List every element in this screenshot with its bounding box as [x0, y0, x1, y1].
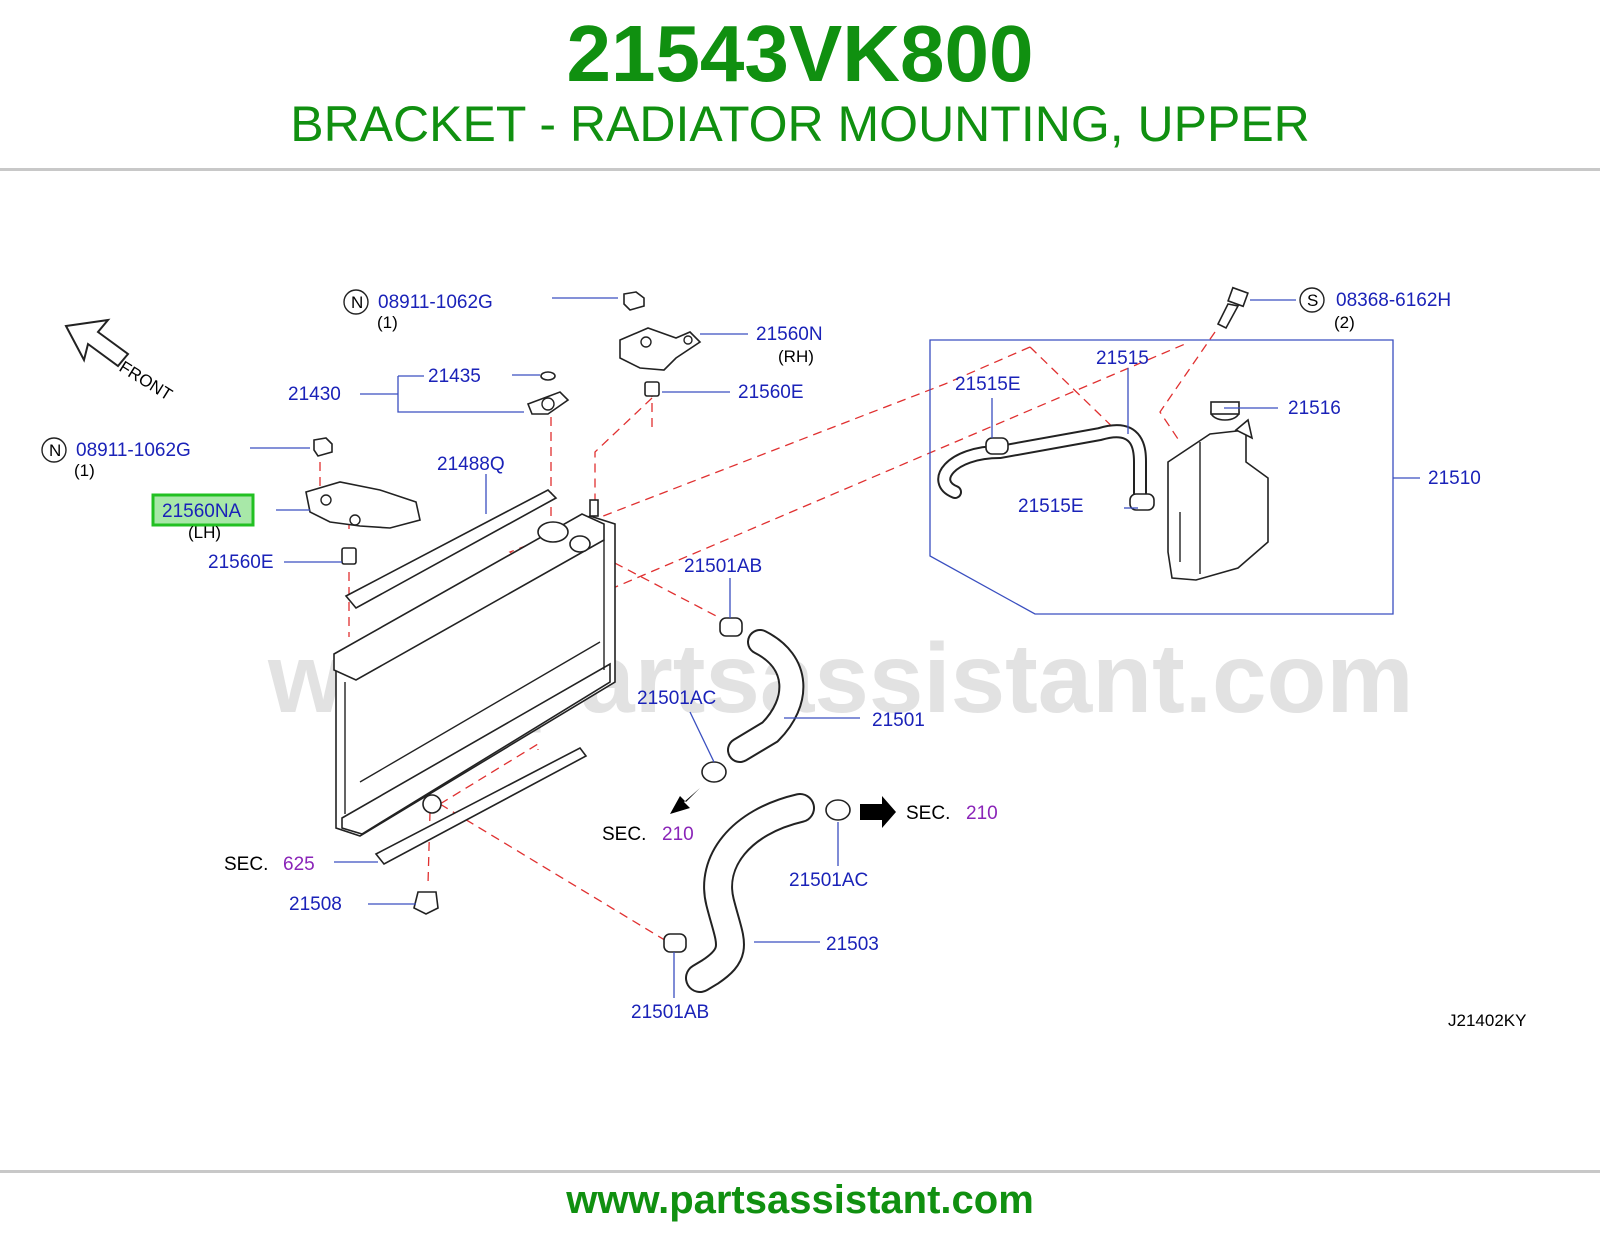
lower-hose-21503 — [685, 793, 815, 993]
clamp-lower-hose-21501ab — [663, 933, 687, 953]
upper-hose-21501 — [727, 629, 805, 763]
nut-top-08911 — [623, 291, 645, 311]
reservoir-cap-21516 — [1210, 401, 1240, 421]
bracket-lh-21560na — [305, 481, 421, 529]
label-reservoir-clamp-lower[interactable]: 21515E — [1018, 496, 1084, 517]
label-cap-assembly[interactable]: 21430 — [288, 384, 341, 405]
footer-site-link[interactable]: www.partsassistant.com — [566, 1178, 1034, 1222]
reservoir-tank-21510 — [1167, 418, 1269, 581]
bushing-rh-21560e — [644, 381, 660, 397]
part-number-title: 21543VK800 — [566, 9, 1034, 98]
label-reservoir-hose[interactable]: 21515 — [1096, 348, 1149, 369]
label-reservoir-cap[interactable]: 21516 — [1288, 398, 1341, 419]
clamp-lower-hose-21501ac — [825, 799, 851, 821]
clamp-upper-hose-21501ac — [701, 761, 727, 783]
sec-625-link[interactable]: 625 — [283, 854, 315, 875]
nut-left-08911 — [313, 437, 333, 457]
label-cap-gasket[interactable]: 21435 — [428, 366, 481, 387]
bushing-lh-21560e — [341, 547, 357, 565]
label-lower-mount[interactable]: 21508 — [289, 894, 342, 915]
label-bolt-qty: (2) — [1334, 313, 1355, 332]
callout-leader-lines — [250, 297, 1420, 998]
nut-left-badge: N — [41, 437, 67, 463]
sec-210-right-prefix: SEC. — [906, 803, 950, 824]
label-bushing-lh[interactable]: 21560E — [208, 552, 274, 573]
reservoir-clamp-upper-21515e — [985, 437, 1009, 455]
label-bracket-lh[interactable]: 21560NA — [162, 501, 242, 522]
bolt-badge: S — [1299, 287, 1325, 313]
radiator-lower-mount-21508 — [413, 891, 439, 915]
label-lower-hose[interactable]: 21503 — [826, 934, 879, 955]
diagram-code: J21402KY — [1448, 1011, 1526, 1030]
front-direction-label: FRONT — [116, 357, 176, 404]
label-upper-hose[interactable]: 21501 — [872, 710, 925, 731]
label-reservoir-tank[interactable]: 21510 — [1428, 468, 1481, 489]
label-nut-left[interactable]: 08911-1062G — [76, 440, 191, 461]
sec-625-prefix: SEC. — [224, 854, 268, 875]
bolt-08368 — [1216, 286, 1249, 330]
label-bracket-lh-side: (LH) — [188, 523, 221, 542]
label-clamp-upper-hose-2[interactable]: 21501AC — [637, 688, 716, 709]
label-nut-left-qty: (1) — [74, 461, 95, 480]
svg-text:N: N — [351, 293, 363, 312]
parts-diagram: www.partsassistant.com FRONT — [41, 286, 1526, 1030]
label-nut-top-qty: (1) — [377, 313, 398, 332]
header-divider — [0, 168, 1600, 171]
label-upper-seal[interactable]: 21488Q — [437, 454, 505, 475]
radiator-core — [333, 513, 616, 837]
svg-text:N: N — [49, 441, 61, 460]
label-clamp-upper-hose[interactable]: 21501AB — [684, 556, 762, 577]
nut-top-badge: N — [343, 289, 369, 315]
cap-assembly-21430 — [526, 391, 570, 415]
sec-210-left-link[interactable]: 210 — [662, 824, 694, 845]
highlighted-part-box — [151, 493, 255, 527]
arrow-sec210-left-icon — [670, 786, 702, 814]
label-clamp-lower-hose[interactable]: 21501AC — [789, 870, 868, 891]
label-bolt[interactable]: 08368-6162H — [1336, 290, 1451, 311]
svg-text:S: S — [1307, 291, 1318, 310]
front-arrow-icon — [64, 318, 130, 368]
label-nut-top[interactable]: 08911-1062G — [378, 292, 493, 313]
footer-divider — [0, 1170, 1600, 1173]
radiator-lower-seal — [374, 746, 588, 866]
label-bracket-rh-side: (RH) — [778, 347, 814, 366]
assembly-dashed-lines — [319, 331, 1216, 943]
label-bracket-rh[interactable]: 21560N — [756, 324, 823, 345]
sec-210-right-link[interactable]: 210 — [966, 803, 998, 824]
reservoir-assembly-frame — [929, 339, 1394, 615]
part-description-title: BRACKET - RADIATOR MOUNTING, UPPER — [290, 96, 1310, 152]
clamp-upper-hose-21501ab — [719, 617, 743, 637]
radiator-filler-neck — [537, 499, 599, 553]
reservoir-hose-21515 — [937, 424, 1147, 507]
sec-210-left-prefix: SEC. — [602, 824, 646, 845]
cap-gasket-21435 — [540, 371, 556, 381]
label-bushing-rh[interactable]: 21560E — [738, 382, 804, 403]
label-reservoir-clamp-upper[interactable]: 21515E — [955, 374, 1021, 395]
radiator-upper-seal-21488q — [344, 489, 558, 610]
radiator-side-bushing — [422, 794, 442, 814]
label-clamp-lower-hose-2[interactable]: 21501AB — [631, 1002, 709, 1023]
bracket-rh-21560n — [619, 327, 702, 371]
arrow-sec210-right-icon — [860, 796, 896, 828]
reservoir-clamp-lower-21515e — [1129, 493, 1155, 511]
